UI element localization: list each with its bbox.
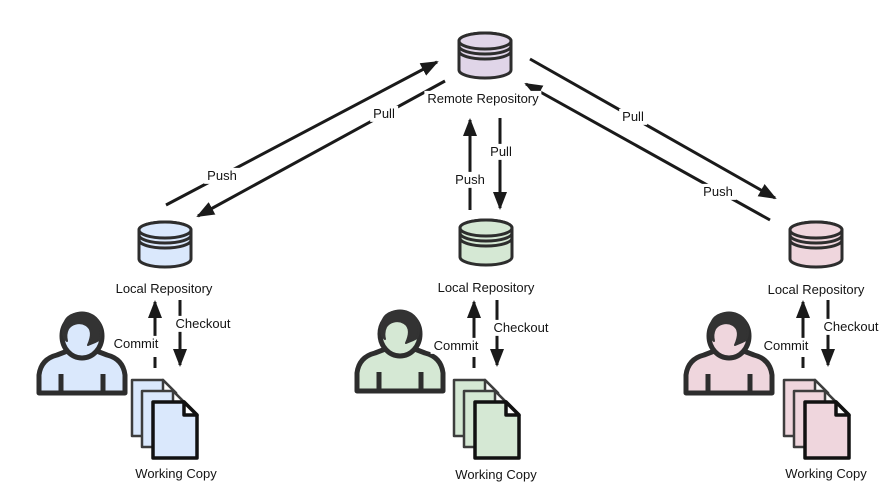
checkout-label-right: Checkout	[820, 318, 882, 336]
working-copy-label-right: Working Copy	[782, 465, 870, 483]
local-repository-label-right: Local Repository	[764, 281, 868, 299]
push-label-left: Push	[204, 167, 240, 185]
push-label-right: Push	[700, 183, 736, 201]
remote-database-icon	[457, 31, 513, 80]
user-icon-right	[686, 313, 772, 393]
documents-icon-right	[782, 378, 851, 460]
documents-icon-middle	[452, 378, 521, 460]
remote-repository-label: Remote Repository	[424, 90, 542, 108]
working-copy-label-left: Working Copy	[132, 465, 220, 483]
working-copy-label-middle: Working Copy	[452, 466, 540, 484]
pull-arrow-right	[529, 57, 777, 200]
commit-label-right: Commit	[760, 337, 812, 355]
pull-label-left: Pull	[370, 105, 398, 123]
user-icon-left	[39, 313, 125, 393]
local-database-icon-left	[137, 220, 193, 269]
local-repository-label-left: Local Repository	[112, 280, 216, 298]
commit-label-left: Commit	[110, 335, 162, 353]
checkout-label-left: Checkout	[172, 315, 234, 333]
pull-label-right: Pull	[619, 108, 647, 126]
local-database-icon-middle	[458, 218, 514, 267]
pull-arrow-left	[196, 79, 446, 218]
commit-label-middle: Commit	[430, 337, 482, 355]
documents-icon-left	[130, 378, 199, 460]
push-label-middle: Push	[452, 171, 488, 189]
pull-label-middle: Pull	[487, 143, 515, 161]
local-repository-label-middle: Local Repository	[434, 279, 538, 297]
checkout-label-middle: Checkout	[490, 319, 552, 337]
local-database-icon-right	[788, 220, 844, 269]
